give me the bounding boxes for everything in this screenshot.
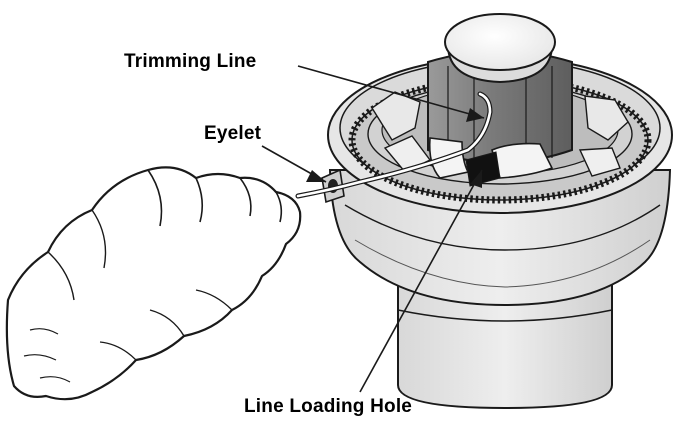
lower-shaft (397, 267, 613, 410)
line-loading-hole-leader (359, 169, 483, 393)
front-guides (428, 137, 554, 179)
eyelet-arrowhead (306, 170, 326, 182)
callout-lines (261, 65, 485, 393)
trimming-line-label: Trimming Line (124, 51, 257, 72)
line-loading-hole-label: Line Loading Hole (244, 396, 413, 417)
line-loading-hole (465, 151, 501, 187)
trimming-line-leader (297, 65, 485, 119)
spool-cap (444, 13, 556, 84)
hand (5, 166, 302, 401)
eyelet-label: Eyelet (204, 123, 262, 144)
line-loading-hole-arrowhead (470, 170, 482, 188)
trimming-line-arrowhead (466, 108, 484, 122)
